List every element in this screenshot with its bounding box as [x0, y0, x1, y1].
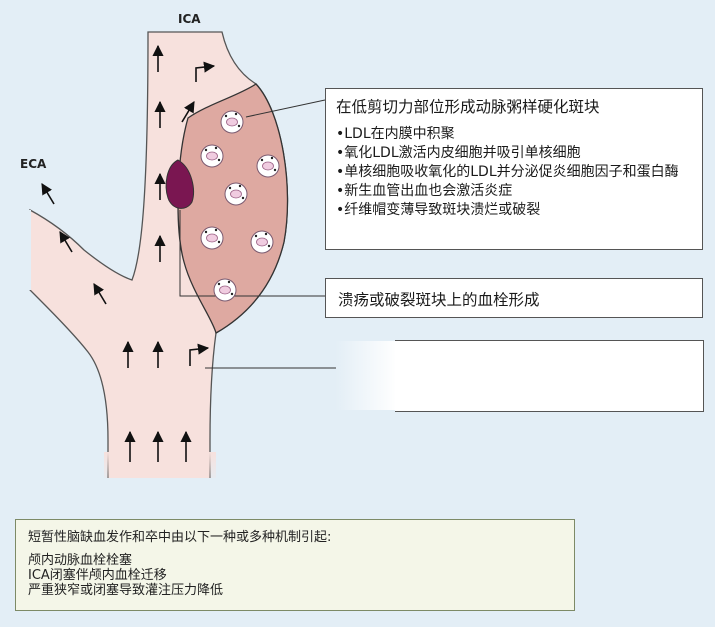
- list-item: •氧化LDL激活内皮细胞并吸引单核细胞: [336, 145, 581, 161]
- monocyte-cell-icon: [200, 144, 224, 168]
- plaque-leader-line: [245, 99, 326, 118]
- list-item: •纤维帽变薄导致斑块溃烂或破裂: [336, 202, 541, 218]
- plaque-formation-box: 在低剪切力部位形成动脉粥样硬化斑块 •LDL在内膜中积聚 •氧化LDL激活内皮细…: [325, 88, 703, 250]
- list-item: 严重狭窄或闭塞导致灌注压力降低: [28, 583, 224, 598]
- thrombus-leader-line: [179, 210, 325, 297]
- plaque-process-list: •LDL在内膜中积聚 •氧化LDL激活内皮细胞并吸引单核细胞 •单核细胞吸收氧化…: [336, 125, 692, 220]
- list-item: •单核细胞吸收氧化的LDL并分泌促炎细胞因子和蛋白酶: [336, 164, 679, 180]
- flow-arrow-icon: [41, 183, 55, 205]
- list-item: ICA闭塞伴颅内血栓迁移: [28, 568, 167, 583]
- monocyte-cell-icon: [250, 230, 274, 254]
- turbulent-flow-arrow-icon: [189, 343, 210, 366]
- monocyte-cell-icon: [256, 154, 280, 178]
- turbulent-flow-arrow-icon: [195, 61, 216, 82]
- flow-arrow-icon: [181, 101, 195, 123]
- blank-callout-fade: [335, 341, 397, 410]
- atherosclerotic-plaque: [177, 83, 289, 334]
- mechanism-title: 短暂性脑缺血发作和卒中由以下一种或多种机制引起:: [28, 530, 332, 545]
- stroke-mechanism-box: 短暂性脑缺血发作和卒中由以下一种或多种机制引起: 颅内动脉血栓栓塞 ICA闭塞伴…: [15, 519, 575, 611]
- ica-label: ICA: [178, 12, 201, 26]
- flow-arrow-icon: [93, 283, 107, 305]
- monocyte-cell-icon: [213, 278, 237, 302]
- monocyte-cell-icon: [220, 110, 244, 134]
- eca-label: ECA: [20, 157, 47, 171]
- list-item: 颅内动脉血栓栓塞: [28, 553, 133, 568]
- thrombus: [165, 159, 194, 209]
- flow-arrow-icon: [59, 231, 73, 253]
- thrombus-formation-box: 溃疡或破裂斑块上的血栓形成: [325, 278, 703, 318]
- blank-callout-box: [395, 340, 704, 412]
- list-item: •LDL在内膜中积聚: [336, 126, 455, 142]
- list-item: •新生血管出血也会激活炎症: [336, 183, 513, 199]
- monocyte-cell-icon: [224, 182, 248, 206]
- monocyte-cell-icon: [200, 226, 224, 250]
- plaque-box-title: 在低剪切力部位形成动脉粥样硬化斑块: [336, 98, 600, 116]
